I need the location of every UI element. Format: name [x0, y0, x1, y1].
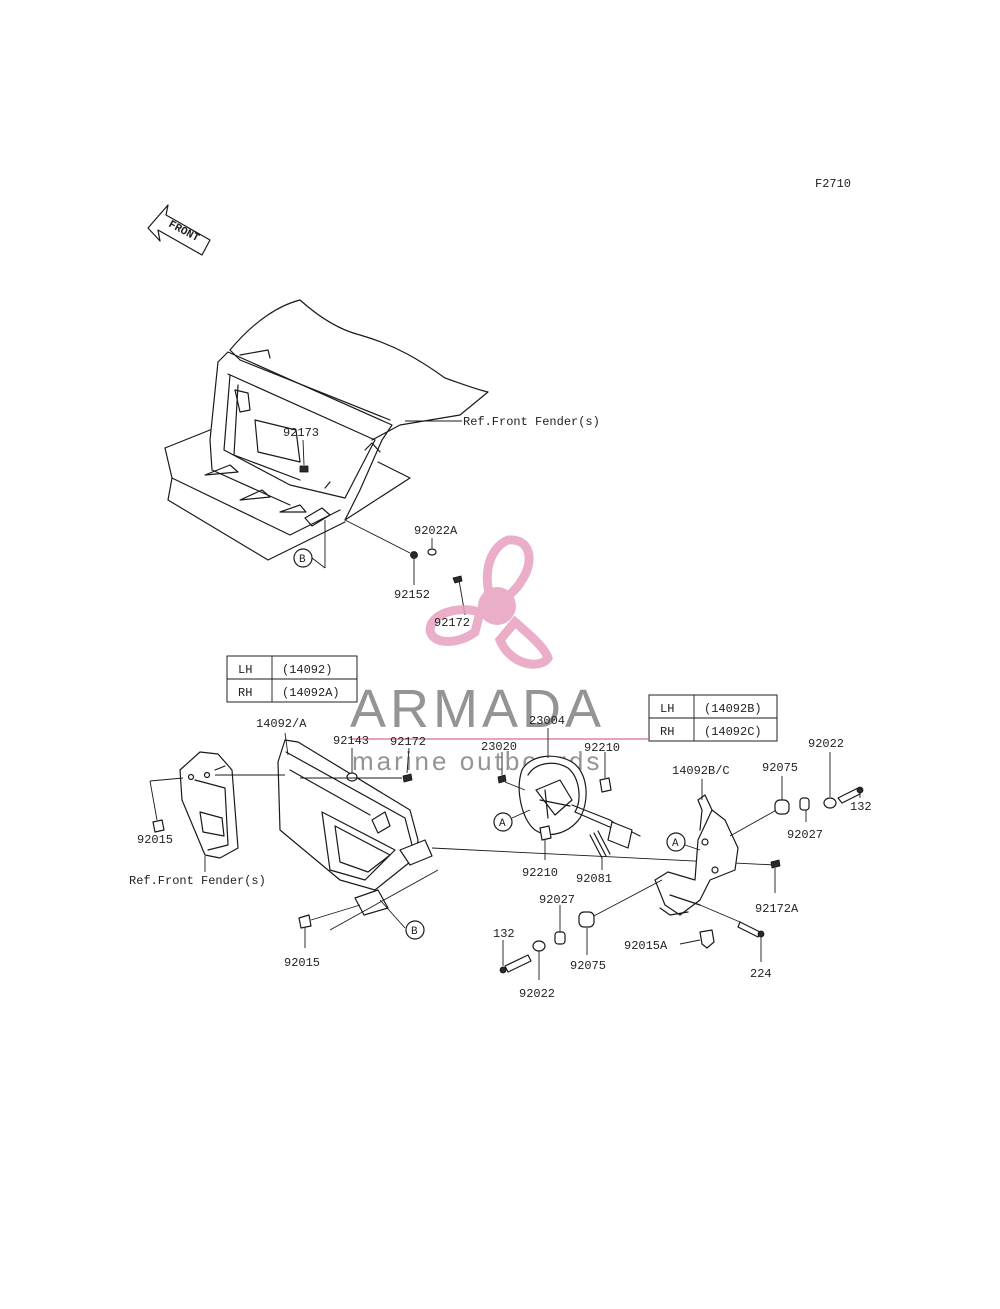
collar-92027-bottom: [554, 931, 566, 945]
label-92022-top: 92022: [808, 737, 844, 751]
clip-92210-top: [599, 777, 612, 793]
ref-front-fender-top: Ref.Front Fender(s): [463, 415, 600, 429]
clip-92015-bottom: [298, 914, 312, 929]
screw-23020: [497, 774, 507, 784]
svg-text:RH: RH: [660, 725, 674, 739]
marker-a-left: A: [493, 812, 513, 832]
bolt-92172-mid: [402, 773, 413, 783]
label-92022-bottom: 92022: [519, 987, 555, 1001]
fender-side-piece: [179, 751, 239, 859]
label-92022A: 92022A: [414, 524, 458, 538]
svg-text:(14092): (14092): [282, 663, 332, 677]
label-92172A: 92172A: [755, 902, 799, 916]
label-14092A: 14092/A: [256, 717, 307, 731]
svg-text:LH: LH: [660, 702, 674, 716]
label-92027-top: 92027: [787, 828, 823, 842]
label-132-bottom: 132: [493, 927, 515, 941]
headlight-housing: [277, 739, 433, 916]
svg-text:B: B: [299, 554, 306, 566]
marker-a-right: A: [666, 832, 686, 852]
label-92143: 92143: [333, 734, 369, 748]
marker-b-bottom: B: [405, 920, 425, 940]
headlamp-unit: [518, 755, 641, 849]
bolt-132-bottom: [504, 954, 532, 973]
table-right: LH (14092B) RH (14092C): [648, 694, 778, 742]
label-132-top: 132: [850, 800, 872, 814]
label-23020: 23020: [481, 740, 517, 754]
clip-92210-bottom: [539, 825, 552, 841]
front-fender-drawing: [164, 299, 489, 561]
label-92015A: 92015A: [624, 939, 668, 953]
headlight-bracket: [654, 794, 739, 916]
label-92075-top: 92075: [762, 761, 798, 775]
marker-b-top: B: [293, 548, 313, 568]
clip-92015-left: [152, 819, 165, 833]
washer-92022A: [427, 548, 437, 556]
table-left: LH (14092) RH (14092A): [226, 655, 358, 703]
label-92173: 92173: [283, 426, 319, 440]
figure-code: F2710: [815, 177, 851, 191]
label-92210-bottom: 92210: [522, 866, 558, 880]
front-arrow-icon: FRONT: [147, 204, 211, 256]
bolt-92172A: [770, 859, 781, 869]
label-92015-bottom: 92015: [284, 956, 320, 970]
svg-text:A: A: [672, 838, 679, 850]
collar-92027-top: [799, 797, 810, 811]
label-14092BC: 14092B/C: [672, 764, 730, 778]
svg-text:(14092A): (14092A): [282, 686, 340, 700]
clip-92015A: [699, 929, 715, 949]
label-92172-mid: 92172: [390, 735, 426, 749]
svg-text:A: A: [499, 818, 506, 830]
svg-text:RH: RH: [238, 686, 252, 700]
svg-text:(14092B): (14092B): [704, 702, 762, 716]
spring-92081: [589, 830, 611, 859]
nut-92152: [410, 551, 418, 559]
label-23004: 23004: [529, 714, 565, 728]
label-92027-bottom: 92027: [539, 893, 575, 907]
label-92081: 92081: [576, 872, 612, 886]
bolt-224: [737, 921, 761, 938]
label-92210-top: 92210: [584, 741, 620, 755]
svg-text:LH: LH: [238, 663, 252, 677]
label-92152: 92152: [394, 588, 430, 602]
svg-text:(14092C): (14092C): [704, 725, 762, 739]
svg-text:B: B: [411, 926, 418, 938]
washer-92022-top: [823, 797, 837, 809]
grommet-92143: [346, 772, 358, 782]
watermark-logo-icon: [425, 535, 553, 669]
washer-92022-bottom: [532, 940, 546, 952]
bushing-92075-top: [774, 799, 790, 815]
label-92172-top: 92172: [434, 616, 470, 630]
ref-front-fender-left: Ref.Front Fender(s): [129, 874, 266, 888]
label-224: 224: [750, 967, 772, 981]
bolt-92172-top: [452, 575, 463, 584]
bushing-92075-bottom: [578, 911, 595, 928]
watermark-brand: ARMADA: [350, 679, 605, 739]
label-92015-left: 92015: [137, 833, 173, 847]
label-92075-bottom: 92075: [570, 959, 606, 973]
